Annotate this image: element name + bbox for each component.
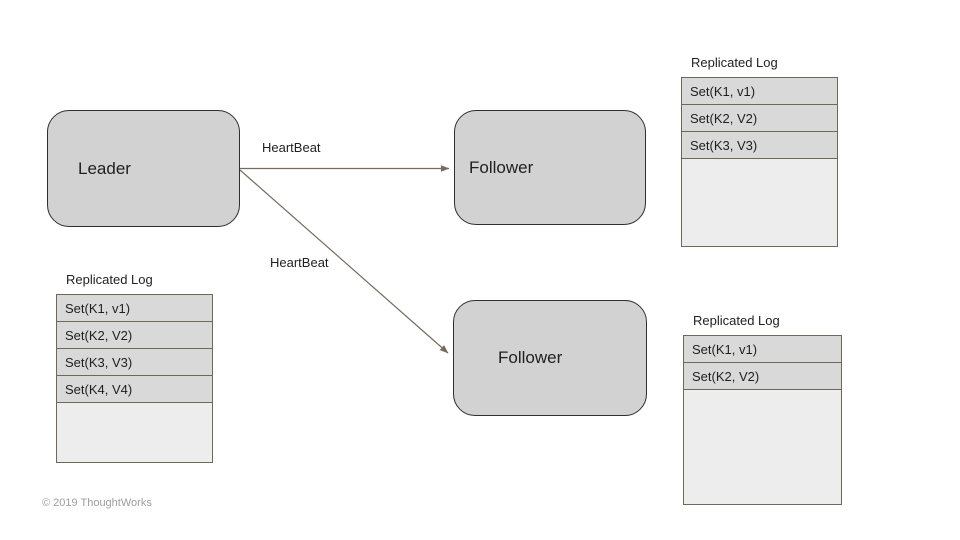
leader-node: Leader [47, 110, 240, 227]
log-table: Set(K1, v1) Set(K2, V2) Set(K3, V3) Set(… [56, 294, 213, 463]
log-title: Replicated Log [693, 313, 780, 328]
replicated-log-leader: Replicated Log Set(K1, v1) Set(K2, V2) S… [56, 272, 213, 463]
log-title: Replicated Log [691, 55, 778, 70]
replicated-log-follower-top: Replicated Log Set(K1, v1) Set(K2, V2) S… [681, 55, 838, 247]
heartbeat-label-top: HeartBeat [262, 140, 321, 155]
log-entry: Set(K2, V2) [684, 363, 841, 390]
log-entry: Set(K3, V3) [682, 132, 837, 159]
log-entry: Set(K3, V3) [57, 349, 212, 376]
follower-bottom-label: Follower [498, 348, 563, 367]
copyright-text: © 2019 ThoughtWorks [42, 497, 152, 509]
heartbeat-label-bottom: HeartBeat [270, 255, 329, 270]
log-entry: Set(K1, v1) [682, 78, 837, 105]
log-empty-area [57, 403, 212, 462]
log-entry: Set(K2, V2) [57, 322, 212, 349]
replicated-log-follower-bottom: Replicated Log Set(K1, v1) Set(K2, V2) [683, 313, 842, 505]
follower-bottom-node: Follower [453, 300, 647, 416]
log-entry: Set(K1, v1) [57, 295, 212, 322]
log-title: Replicated Log [66, 272, 153, 287]
log-empty-area [682, 159, 837, 246]
follower-top-node: Follower [454, 110, 646, 225]
log-empty-area [684, 390, 841, 504]
log-entry: Set(K4, V4) [57, 376, 212, 403]
follower-top-label: Follower [469, 157, 534, 177]
leader-label: Leader [78, 158, 131, 178]
log-table: Set(K1, v1) Set(K2, V2) Set(K3, V3) [681, 77, 838, 247]
log-entry: Set(K1, v1) [684, 336, 841, 363]
log-entry: Set(K2, V2) [682, 105, 837, 132]
log-table: Set(K1, v1) Set(K2, V2) [683, 335, 842, 505]
